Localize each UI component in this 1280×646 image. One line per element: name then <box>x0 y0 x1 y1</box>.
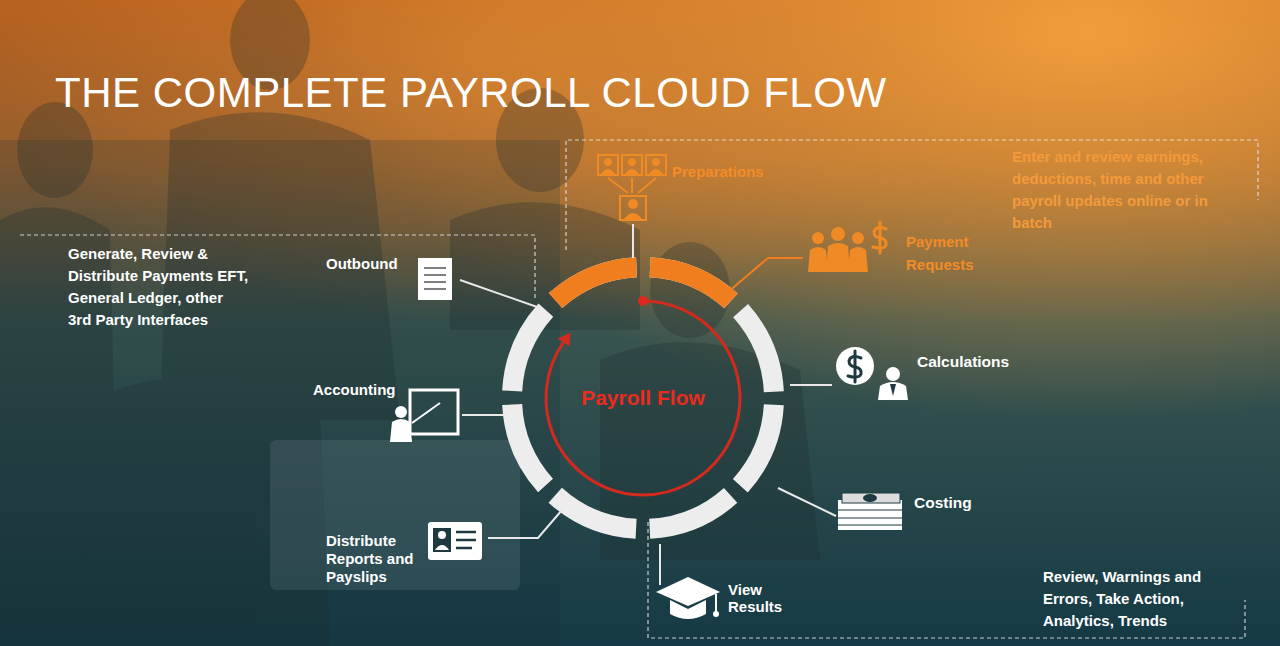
stage-label: Preparations <box>672 162 812 182</box>
stage-note: Review, Warnings and Errors, Take Action… <box>1043 566 1238 632</box>
cycle-arc <box>546 301 740 495</box>
stage-label: Costing <box>914 493 1014 513</box>
flow-circle: Payroll Flow <box>543 298 743 498</box>
stage-label: Distribute Reports and Payslips <box>326 532 424 586</box>
stage-note: Enter and review earnings, deductions, t… <box>1012 146 1244 234</box>
stage-label: Payment Requests <box>906 230 988 276</box>
start-dot <box>638 296 648 306</box>
stage-note: Generate, Review & Distribute Payments E… <box>68 243 250 331</box>
title: THE COMPLETE PAYROLL CLOUD FLOW <box>55 68 887 118</box>
node-label: Payroll Flow <box>581 386 705 410</box>
stage-label: View Results <box>728 581 792 615</box>
stage-label: Calculations <box>917 352 1037 372</box>
stage-label: Accounting <box>313 381 403 399</box>
stage-label: Outbound <box>326 255 414 273</box>
arrow-head <box>558 333 571 347</box>
